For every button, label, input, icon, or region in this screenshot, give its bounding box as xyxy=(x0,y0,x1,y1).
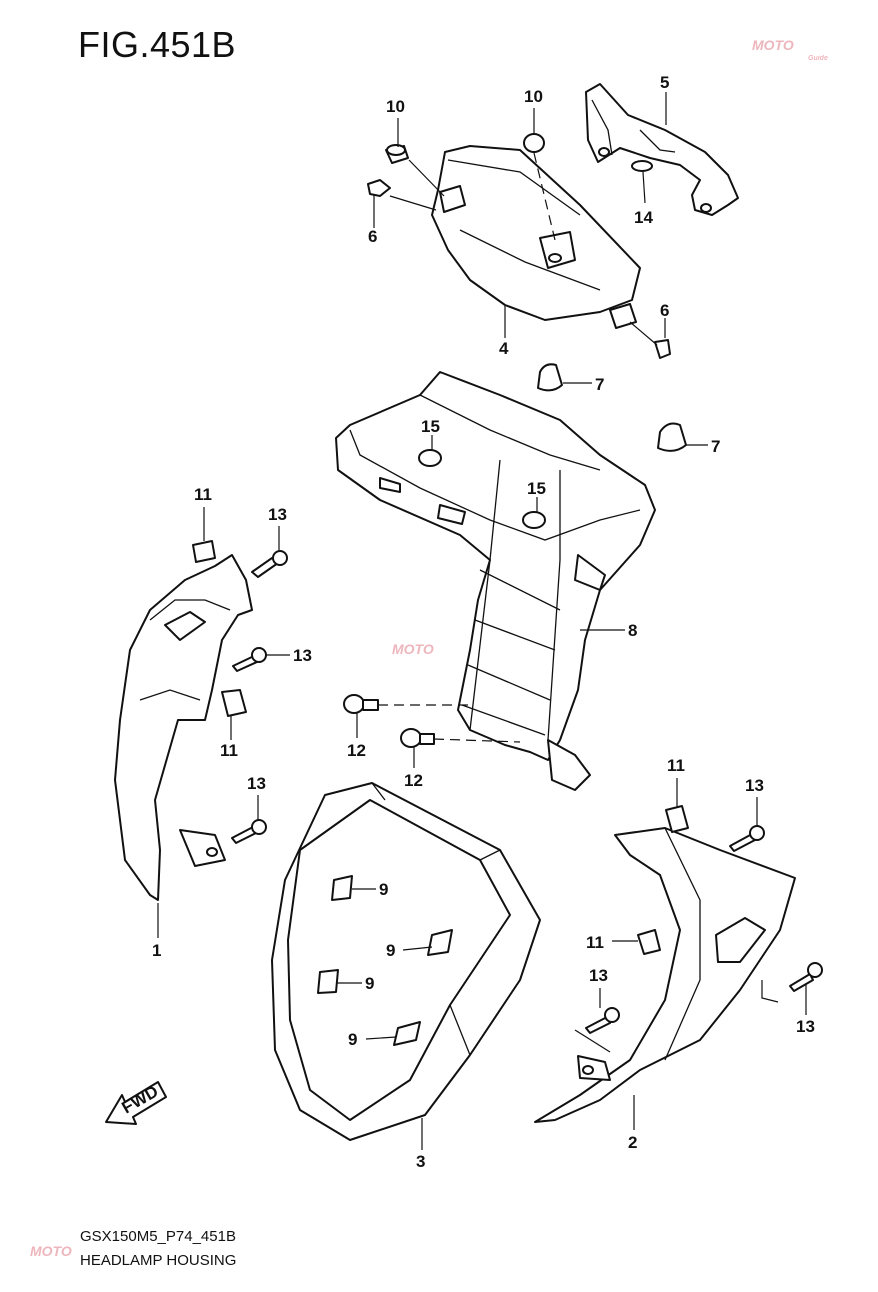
part-9-pad-3 xyxy=(317,969,339,994)
callout-3: 3 xyxy=(416,1152,425,1171)
watermark-text-bottom: MOTO xyxy=(30,1243,72,1259)
part-10-cushion-right xyxy=(523,133,545,153)
part-13-screw-right-top xyxy=(729,825,765,852)
part-13-screw-left-middle xyxy=(232,647,267,672)
part-9-pad-2 xyxy=(427,929,453,956)
part-7-grommet-bottom xyxy=(657,422,687,452)
callout-7-top: 7 xyxy=(595,375,604,394)
callout-9-1: 9 xyxy=(379,880,388,899)
watermark-center: MOTO xyxy=(392,641,434,657)
part-4-meter-cover xyxy=(431,145,641,329)
fwd-arrow-icon: FWD xyxy=(105,1081,167,1125)
callout-13-left-bottom: 13 xyxy=(247,774,266,793)
part-7-grommet-top xyxy=(537,363,563,392)
callout-10-right: 10 xyxy=(524,87,543,106)
callout-12-bottom: 12 xyxy=(404,771,423,790)
part-13-screw-right-lower xyxy=(789,962,823,992)
watermark-sub: Guide xyxy=(808,55,828,62)
part-6-screw-left xyxy=(367,179,391,197)
callout-13-left-middle: 13 xyxy=(293,646,312,665)
footer-name: HEADLAMP HOUSING xyxy=(80,1252,237,1269)
part-12-bolt-top xyxy=(343,694,379,714)
part-11-clip-left-top xyxy=(192,540,216,563)
callout-9-3: 9 xyxy=(365,974,374,993)
callout-8: 8 xyxy=(628,621,637,640)
callout-13-right-bottom: 13 xyxy=(589,966,608,985)
part-12-bolt-bottom xyxy=(400,728,435,748)
callout-13-right-lower: 13 xyxy=(796,1017,815,1036)
part-10-cushion-left xyxy=(385,144,409,164)
watermark-text: MOTO xyxy=(752,37,794,53)
callout-14: 14 xyxy=(634,208,653,227)
part-8-headlamp-bracket xyxy=(335,371,656,791)
callout-12-top: 12 xyxy=(347,741,366,760)
callout-13-right-top: 13 xyxy=(745,776,764,795)
part-13-screw-left-top xyxy=(251,550,288,578)
part-5-meter-bracket xyxy=(585,83,739,216)
callout-labels: 10 10 5 6 14 4 6 7 7 15 15 8 11 13 13 11… xyxy=(152,73,815,1171)
part-9-pad-4 xyxy=(393,1021,421,1046)
callout-11-left-top: 11 xyxy=(194,485,212,504)
footer-code: GSX150M5_P74_451B xyxy=(80,1228,236,1245)
watermark-bottom-left: MOTO xyxy=(30,1243,72,1259)
watermark-text-center: MOTO xyxy=(392,641,434,657)
part-2-right-side-cover xyxy=(534,827,796,1123)
part-11-clip-left-bottom xyxy=(221,689,247,717)
part-13-screw-right-bottom xyxy=(585,1007,620,1034)
callout-13-left-top: 13 xyxy=(268,505,287,524)
callout-11-left-bottom: 11 xyxy=(220,741,238,760)
callout-9-2: 9 xyxy=(386,941,395,960)
figure-title: FIG.451B xyxy=(78,24,237,65)
part-6-screw-right xyxy=(654,339,671,359)
watermark-top-right: MOTO Guide xyxy=(752,37,828,62)
part-9-pad-1 xyxy=(331,875,353,901)
part-13-screw-left-bottom xyxy=(231,819,267,844)
callout-11-right-top: 11 xyxy=(667,756,685,775)
callout-4: 4 xyxy=(499,339,509,358)
part-3-front-cover xyxy=(271,782,541,1141)
callout-7-bottom: 7 xyxy=(711,437,720,456)
callout-15-right: 15 xyxy=(527,479,546,498)
part-11-clip-right-middle xyxy=(637,929,661,955)
part-14-washer xyxy=(631,160,653,172)
callout-10-left: 10 xyxy=(386,97,405,116)
callout-9-4: 9 xyxy=(348,1030,357,1049)
callout-15-left: 15 xyxy=(421,417,440,436)
part-1-left-side-cover xyxy=(114,554,253,901)
callout-11-right-middle: 11 xyxy=(586,933,604,952)
leader-lines xyxy=(157,92,807,1150)
callout-5: 5 xyxy=(660,73,669,92)
callout-6-right: 6 xyxy=(660,301,669,320)
part-11-clip-right-top xyxy=(665,805,689,833)
callout-2: 2 xyxy=(628,1133,637,1152)
callout-6-left: 6 xyxy=(368,227,377,246)
callout-1: 1 xyxy=(152,941,161,960)
